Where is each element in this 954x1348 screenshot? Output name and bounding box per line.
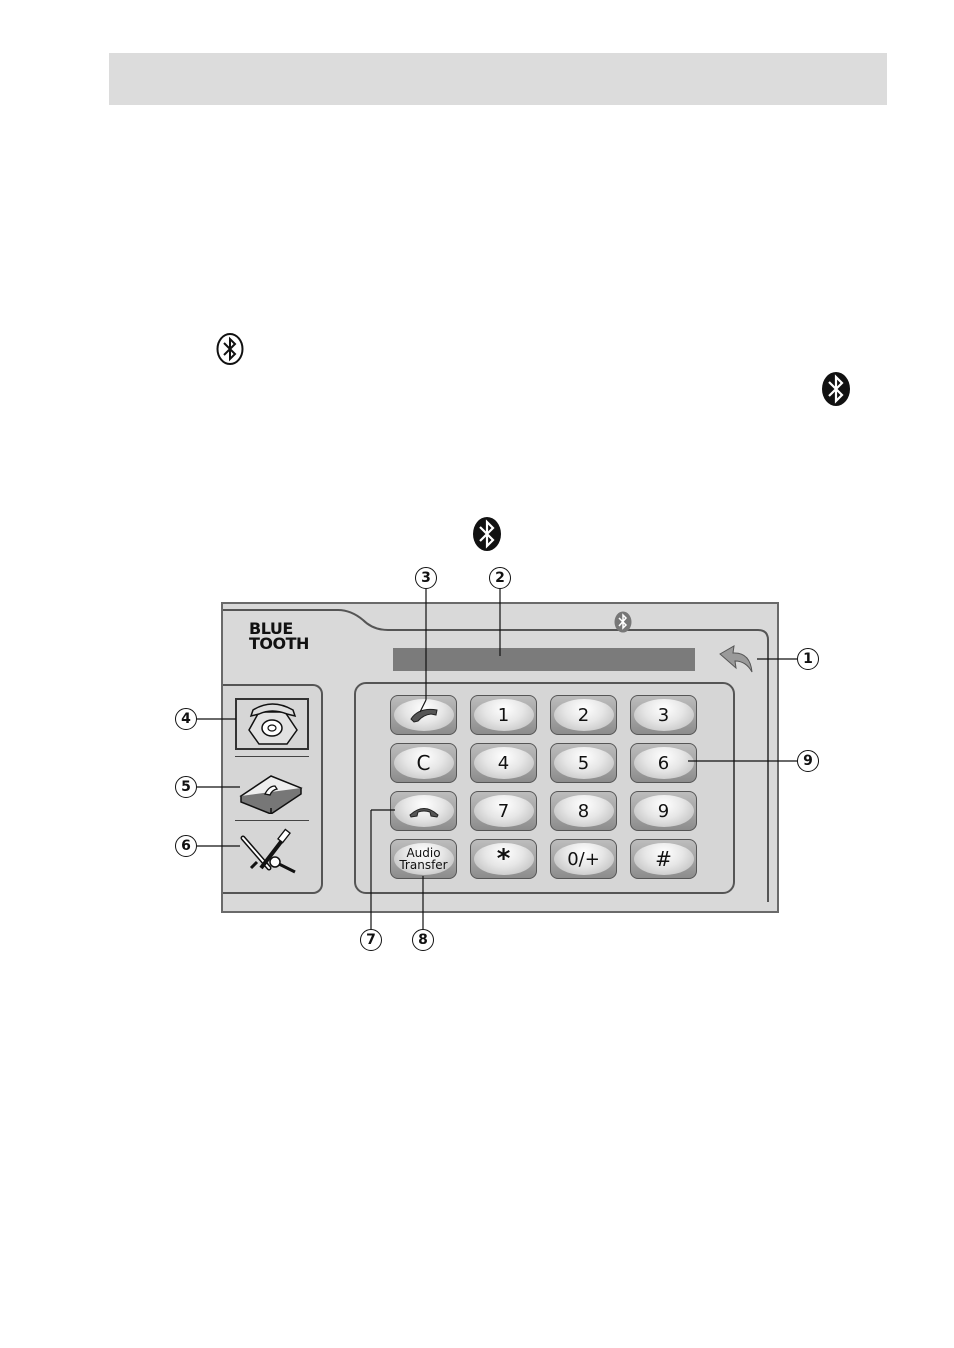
callout-7: 7 (360, 929, 382, 951)
settings-tools-icon (235, 828, 305, 878)
callout-5: 5 (175, 776, 197, 798)
section-header-bar (109, 53, 887, 105)
key-6[interactable]: 6 (630, 743, 697, 783)
callout-4: 4 (175, 708, 197, 730)
clear-key[interactable]: C (390, 743, 457, 783)
key-1[interactable]: 1 (470, 695, 537, 735)
callout-2: 2 (489, 567, 511, 589)
key-4[interactable]: 4 (470, 743, 537, 783)
key-hash[interactable]: # (630, 839, 697, 879)
settings-menu-button[interactable] (235, 828, 309, 880)
phone-pickup-icon (407, 707, 441, 723)
key-2[interactable]: 2 (550, 695, 617, 735)
callout-9: 9 (797, 750, 819, 772)
key-9[interactable]: 9 (630, 791, 697, 831)
number-display (393, 648, 695, 671)
key-star[interactable]: * (470, 839, 537, 879)
callout-3: 3 (415, 567, 437, 589)
bluetooth-logo: BLUE TOOTH (249, 621, 309, 651)
key-8[interactable]: 8 (550, 791, 617, 831)
back-arrow-icon[interactable] (718, 644, 758, 683)
key-3[interactable]: 3 (630, 695, 697, 735)
phonebook-menu-button[interactable] (235, 762, 309, 814)
bluetooth-icon (614, 611, 632, 638)
bluetooth-icon (821, 371, 851, 407)
menu-divider (235, 820, 309, 821)
key-5[interactable]: 5 (550, 743, 617, 783)
phone-hangup-icon (407, 804, 441, 818)
hangup-key[interactable] (390, 791, 457, 831)
bluetooth-phone-screen: BLUE TOOTH (221, 602, 779, 913)
menu-divider (235, 756, 309, 757)
bluetooth-icon (472, 516, 502, 552)
phonebook-icon (235, 762, 305, 814)
callout-1: 1 (797, 648, 819, 670)
key-7[interactable]: 7 (470, 791, 537, 831)
callout-6: 6 (175, 835, 197, 857)
phone-icon (237, 700, 307, 748)
phone-menu-button[interactable] (235, 698, 309, 750)
key-zero-plus[interactable]: 0/+ (550, 839, 617, 879)
callout-8: 8 (412, 929, 434, 951)
side-menu (223, 684, 323, 894)
call-key[interactable] (390, 695, 457, 735)
bluetooth-icon (216, 333, 244, 365)
